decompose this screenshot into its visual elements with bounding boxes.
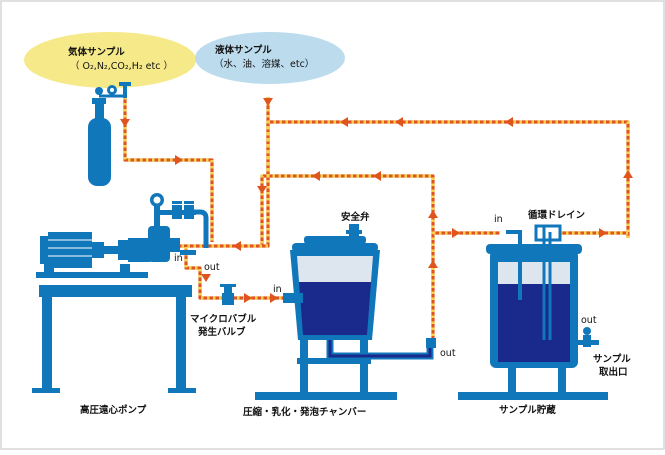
storage-label: サンプル貯蔵 <box>499 404 556 416</box>
sample-outlet-label-2: 取出口 <box>599 366 628 378</box>
pump-label: 高圧遠心ポンプ <box>80 404 147 416</box>
micro-valve-label-2: 発生バルブ <box>197 326 246 338</box>
arrow-icon <box>428 260 438 268</box>
arrow-icon <box>244 293 252 303</box>
arrow-icon <box>257 186 267 194</box>
liquid-sample-title: 液体サンプル <box>215 44 272 56</box>
sample-outlet-label-1: サンプル <box>593 353 631 365</box>
gas-sample-bubble: 気体サンプル （ O₂,N₂,CO₂,H₂ etc ） <box>24 32 196 88</box>
gas-sample-subtitle: （ O₂,N₂,CO₂,H₂ etc ） <box>70 60 173 72</box>
arrow-icon <box>373 171 381 181</box>
liquid-sample-subtitle: （水、油、溶媒、etc） <box>214 58 314 70</box>
micro-bubble-valve <box>220 284 236 305</box>
arrow-icon <box>120 119 130 127</box>
chamber-out-label: out <box>440 348 456 359</box>
compression-chamber <box>255 224 436 400</box>
arrow-icon <box>175 155 183 165</box>
circulation-drain-label: 循環ドレイン <box>528 209 585 221</box>
arrow-icon <box>201 274 211 282</box>
storage-out-label: out <box>581 315 597 326</box>
storage-in-label: in <box>494 214 503 225</box>
micro-valve-label-1: マイクロバブル <box>190 313 257 325</box>
liquid-sample-bubble: 液体サンプル （水、油、溶媒、etc） <box>195 32 345 84</box>
flow-arrows <box>120 98 633 303</box>
pump-out-label: out <box>204 262 220 273</box>
gas-cylinder <box>88 82 131 186</box>
arrow-icon <box>599 228 607 238</box>
arrow-icon <box>312 171 320 181</box>
arrow-icon <box>623 170 633 178</box>
arrow-icon <box>233 241 241 251</box>
arrow-icon <box>428 210 438 218</box>
pump-assembly <box>32 193 209 393</box>
pump-in-label: in <box>174 253 183 264</box>
arrow-icon <box>263 98 273 106</box>
chamber-in-label: in <box>273 284 282 295</box>
chamber-label: 圧縮・乳化・発泡チャンバー <box>243 406 366 418</box>
arrow-icon <box>452 228 460 238</box>
gas-sample-title: 気体サンプル <box>68 46 125 58</box>
sample-storage-tank <box>458 224 608 400</box>
arrow-icon <box>395 117 403 127</box>
arrow-icon <box>270 293 278 303</box>
arrow-icon <box>505 117 513 127</box>
safety-valve-label: 安全弁 <box>341 211 370 223</box>
arrow-icon <box>340 117 348 127</box>
